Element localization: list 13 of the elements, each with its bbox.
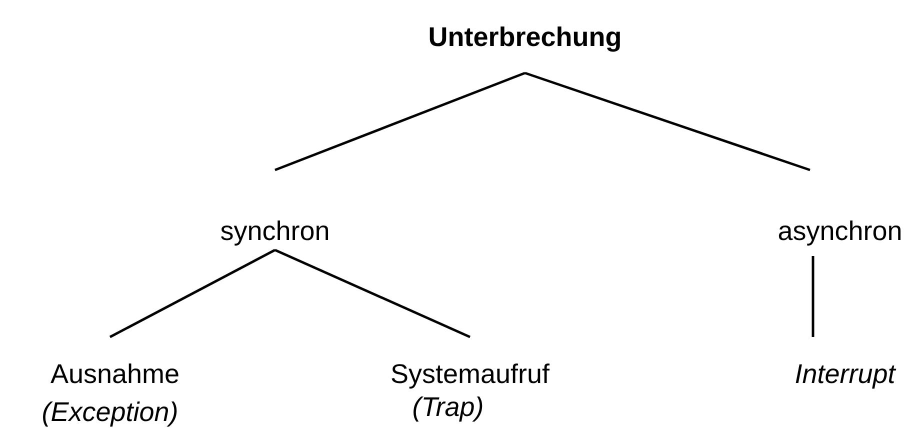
category-label: synchron bbox=[220, 216, 330, 246]
category-label: asynchron bbox=[778, 216, 902, 246]
heading: Unterbrechung bbox=[428, 22, 622, 52]
tree-line bbox=[524, 72, 810, 172]
translation-label: (Exception) bbox=[42, 397, 178, 427]
translation-label: (Trap) bbox=[412, 392, 484, 422]
leaf-label: Ausnahme bbox=[50, 359, 180, 389]
tree-line bbox=[812, 256, 814, 337]
leaf-label: Interrupt bbox=[794, 359, 896, 389]
tree-line bbox=[274, 248, 470, 338]
leaf-label: Systemaufruf bbox=[390, 359, 550, 389]
tree-line bbox=[109, 248, 276, 338]
tree-line bbox=[274, 72, 526, 172]
